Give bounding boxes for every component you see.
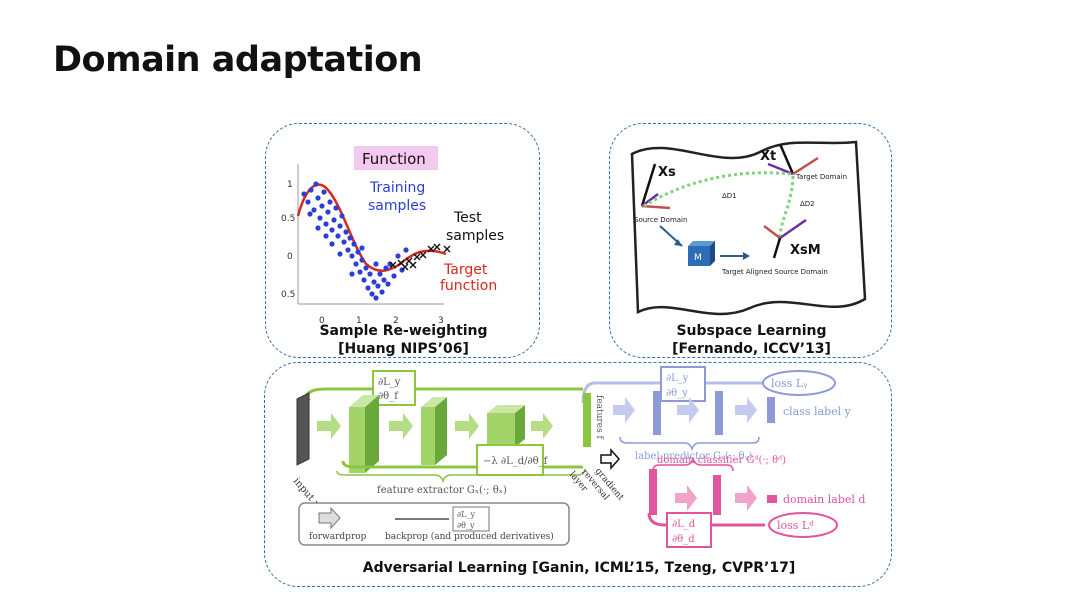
subspace-learning-caption: Subspace Learning [Fernando, ICCV’13] [650, 322, 853, 358]
legend-forward: forwardprop [309, 532, 367, 542]
domain-label: domain label d [783, 493, 865, 506]
subspace-diagram: Xs Source Domain Xt Target Domain ΔD1 ΔD… [630, 140, 867, 316]
grl-icon [600, 448, 621, 470]
loss-d-label: loss Lᵈ [777, 519, 814, 532]
class-label: class label y [783, 405, 852, 418]
adversarial-diagram: ∂L_y ∂θ_f ∂L_y ∂θ_y loss Lᵧ input x [291, 366, 865, 548]
grad-ly-thetaf: ∂L_y [378, 377, 401, 388]
reweighting-plot: 1 0.5 0 0.5 0 1 2 3 [281, 146, 504, 326]
y-tick: 1 [287, 180, 293, 190]
grad-ly-thetaf-den: ∂θ_f [378, 391, 399, 402]
label-predictor-blocks [613, 391, 775, 435]
input-image [296, 392, 310, 466]
subspace-learning-panel: Xs Source Domain Xt Target Domain ΔD1 ΔD… [609, 123, 892, 358]
grad-ld-thetad: ∂L_d [672, 519, 696, 530]
caption-line: Sample Re-weighting [319, 323, 488, 339]
geodesic-path-d1 [643, 171, 792, 208]
features-label: features f [594, 395, 604, 440]
feature-extractor-label: feature extractor Gₓ(·; θₓ) [377, 485, 507, 496]
label-predictor-label: label predictor Gᵧ(·; θᵧ) [635, 451, 752, 462]
m-matrix-cube [688, 246, 710, 266]
target-domain-label: Target Domain [795, 173, 847, 181]
y-tick: 0 [287, 252, 293, 262]
training-samples [301, 181, 409, 301]
x-tick: 2 [393, 316, 399, 326]
domain-classifier-label: domain classifier Gᵈ(·; θᵈ) [657, 455, 786, 466]
grad-ly-thetay: ∂L_y [666, 373, 689, 384]
y-tick: 0.5 [281, 290, 295, 300]
geodesic-path-d2 [778, 175, 795, 237]
y-tick: 0.5 [281, 214, 295, 224]
training-samples-label: Training [369, 180, 425, 196]
adversarial-learning-panel: ∂L_y ∂θ_f ∂L_y ∂θ_y loss Lᵧ input x [264, 362, 892, 587]
target-function-curve [296, 183, 447, 272]
training-samples-label: samples [368, 198, 426, 214]
xt-label: Xt [760, 149, 776, 164]
delta-d1-label: ΔD1 [722, 192, 737, 200]
target-aligned-label: Target Aligned Source Domain [721, 268, 828, 276]
slide-title: Domain adaptation [53, 40, 423, 80]
grl-label: gradient reversal layer [567, 456, 627, 519]
caption-line: [Huang NIPS’06] [338, 341, 469, 357]
legend-grad: ∂L_y [457, 510, 475, 519]
sample-reweighting-panel: 1 0.5 0 0.5 0 1 2 3 [265, 123, 540, 358]
legend-box [298, 502, 570, 546]
gradient-reversal-arrow [341, 460, 583, 469]
feature-extractor-blocks [317, 393, 591, 473]
source-domain-label: Source Domain [634, 216, 687, 224]
legend-grad-den: ∂θ_y [457, 521, 475, 530]
sample-reweighting-caption: Sample Re-weighting [Huang NIPS’06] [306, 322, 501, 358]
x-tick: 3 [438, 316, 444, 326]
grad-ld-thetad-den: ∂θ_d [672, 534, 695, 545]
delta-d2-label: ΔD2 [800, 200, 815, 208]
caption-line: [Fernando, ICCV’13] [672, 341, 831, 357]
function-badge-bg [354, 146, 438, 170]
test-samples-label: Test [453, 210, 482, 226]
caption-line: Subspace Learning [676, 323, 827, 339]
test-samples [389, 243, 451, 271]
domain-classifier-blocks [649, 469, 777, 515]
backprop-domain-arrow [647, 512, 765, 527]
forwardprop-icon [318, 506, 341, 530]
target-function-label: function [440, 278, 497, 294]
xs-label: Xs [658, 165, 676, 180]
loss-y-label: loss Lᵧ [771, 377, 807, 390]
legend-backprop: backprop (and produced derivatives) [385, 531, 554, 542]
adversarial-learning-caption: Adversarial Learning [Ganin, ICML’15, Tz… [362, 560, 796, 576]
xsm-label: XsM [790, 243, 821, 258]
grad-ld-thetaf: −λ ∂L_d/∂θ_f [483, 456, 549, 467]
x-tick: 0 [319, 316, 325, 326]
grad-ly-thetay-den: ∂θ_y [666, 388, 688, 399]
x-tick: 1 [356, 316, 362, 326]
test-samples-label: samples [446, 228, 504, 244]
m-label: M [694, 253, 702, 263]
function-badge: Function [362, 150, 426, 168]
target-function-label: Target [443, 262, 488, 278]
